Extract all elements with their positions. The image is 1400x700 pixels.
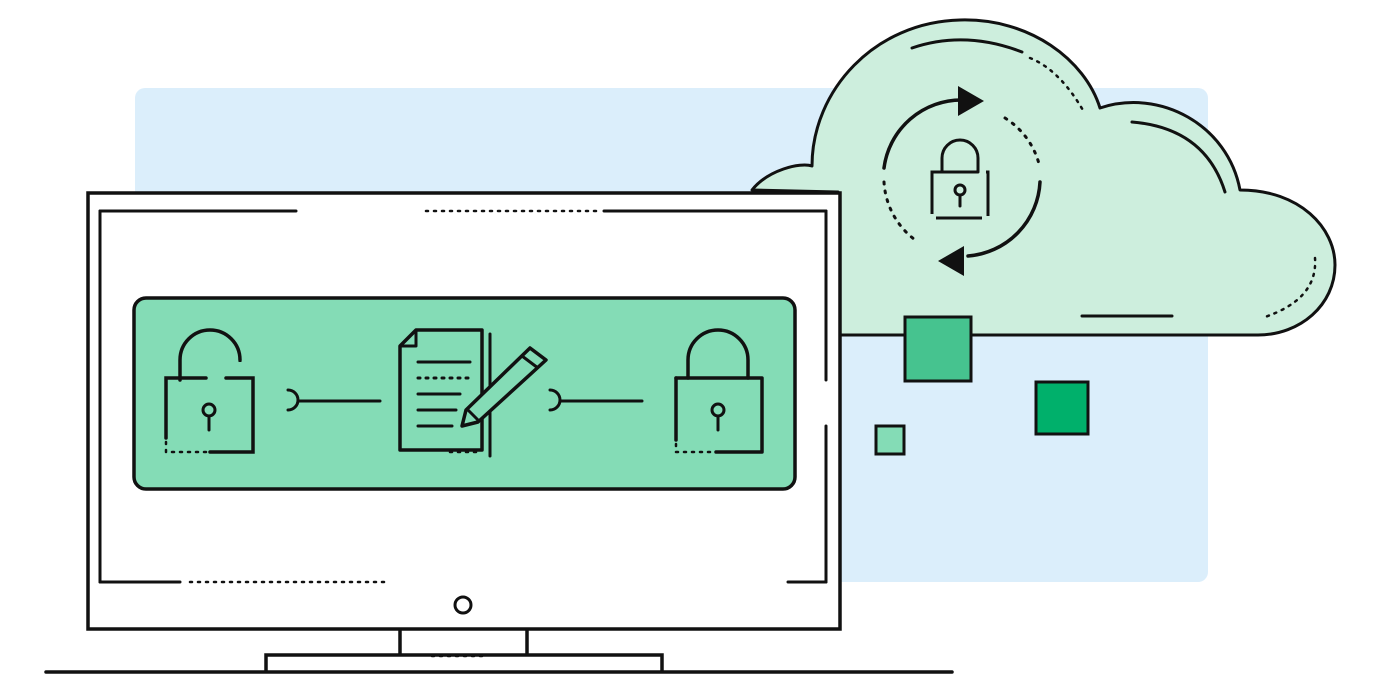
connector-right bbox=[548, 388, 644, 412]
power-indicator bbox=[453, 595, 473, 615]
pen-icon bbox=[460, 346, 548, 428]
connector-left bbox=[286, 388, 382, 412]
padlock-open-icon bbox=[164, 328, 255, 454]
padlock-closed-icon-panel bbox=[674, 328, 764, 454]
square-small bbox=[874, 424, 906, 456]
cloud-icon bbox=[750, 18, 1337, 337]
document-edit-icon bbox=[398, 328, 548, 458]
square-dark bbox=[1034, 380, 1090, 436]
sync-arrows-icon bbox=[882, 86, 1042, 276]
padlock-closed-icon bbox=[930, 138, 990, 220]
square-medium bbox=[903, 315, 973, 383]
